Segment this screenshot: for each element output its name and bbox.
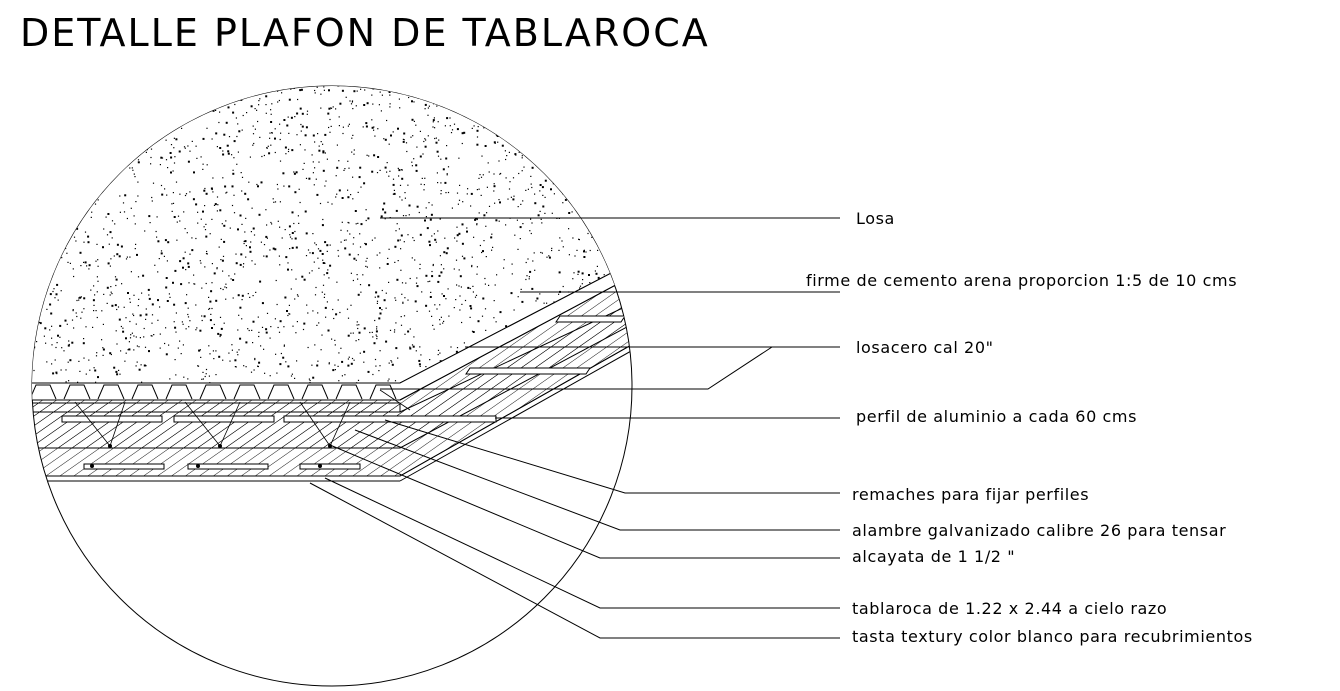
label-tablaroca: tablaroca de 1.22 x 2.44 a cielo razo bbox=[852, 599, 1167, 618]
label-remaches: remaches para fijar perfiles bbox=[852, 485, 1089, 504]
aluminum-profiles bbox=[61, 315, 626, 470]
ceiling-hatch-plane bbox=[32, 299, 632, 477]
label-alcayata: alcayata de 1 1/2 " bbox=[852, 547, 1015, 566]
label-tasta: tasta textury color blanco para recubrim… bbox=[852, 627, 1253, 646]
label-perfil: perfil de aluminio a cada 60 cms bbox=[856, 407, 1137, 426]
leader-lines bbox=[309, 217, 840, 639]
label-losa: Losa bbox=[856, 209, 895, 228]
drawing-title: DETALLE PLAFON DE TABLAROCA bbox=[20, 11, 710, 55]
label-alambre: alambre galvanizado calibre 26 para tens… bbox=[852, 521, 1226, 540]
label-firme: firme de cemento arena proporcion 1:5 de… bbox=[806, 271, 1237, 290]
losacero-deck bbox=[32, 257, 632, 401]
losacero-ribs bbox=[32, 384, 397, 400]
label-losacero: losacero cal 20" bbox=[856, 338, 994, 357]
